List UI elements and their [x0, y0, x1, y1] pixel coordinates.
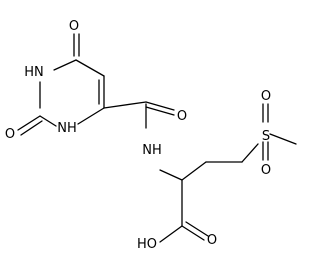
bond-c4-amide-c	[103, 101, 147, 109]
atom-label-nh-amide: NH	[142, 143, 162, 158]
atom-label-o-left: O	[5, 127, 15, 142]
atom-label-o-sulfonyl-top: O	[261, 89, 271, 104]
bond-c2-o-upper	[17, 115, 41, 131]
bond-c2-n3	[39, 115, 57, 127]
bond-carboxyl-o-a	[181, 225, 205, 241]
bond-s-methyl	[269, 133, 297, 145]
bond-carboxyl-oh	[159, 225, 183, 243]
bond-c6-c5	[75, 59, 105, 77]
bond-n-calpha	[159, 169, 183, 181]
bond-c6-n1	[53, 59, 77, 71]
bond-amide-c-o-upper	[145, 101, 175, 111]
bond-amide-c-o-lower	[145, 106, 175, 116]
bond-calpha-cbeta	[181, 161, 207, 181]
bond-lines	[17, 33, 297, 243]
bond-n3-c4	[77, 107, 105, 125]
atom-label-o-acid: O	[207, 233, 217, 248]
bond-carboxyl-o-b	[185, 221, 209, 237]
bond-cgamma-s	[241, 143, 259, 163]
atom-label-o-amide: O	[177, 109, 187, 124]
atom-label-s: S	[262, 129, 270, 144]
atom-label-oh: HO	[137, 237, 157, 252]
bond-c2-o-lower	[20, 120, 43, 136]
atom-label-o-top: O	[69, 19, 79, 34]
atom-labels: O HN O NH O NH S O O HO O	[5, 19, 271, 252]
atom-label-o-sulfonyl-bottom: O	[261, 163, 271, 178]
atom-label-nh-ring-upper: HN	[24, 65, 44, 80]
atom-label-nh-ring-lower: NH	[57, 121, 77, 136]
